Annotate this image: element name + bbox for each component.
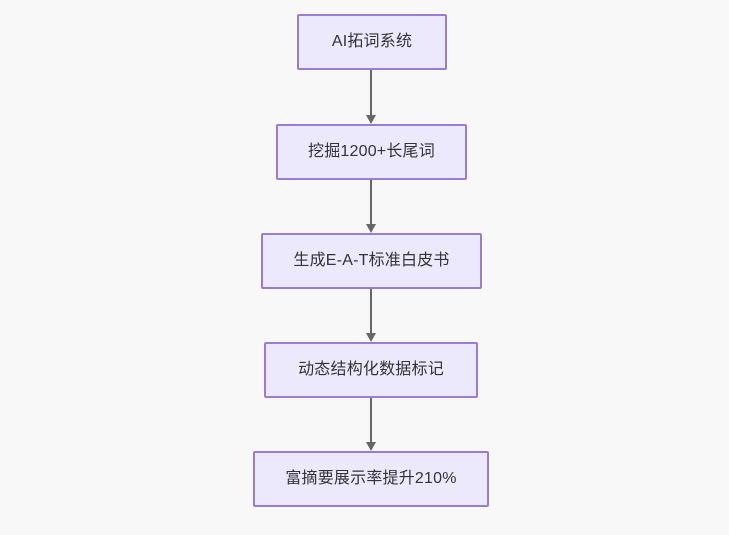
flow-node-n5[interactable]: 富摘要展示率提升210% <box>253 451 489 507</box>
flow-node-label: 富摘要展示率提升210% <box>285 470 457 488</box>
flow-node-label: 生成E-A-T标准白皮书 <box>293 252 450 270</box>
flow-connector-n4-to-n5 <box>365 398 377 451</box>
arrowhead-icon <box>366 442 376 451</box>
flow-node-label: AI拓词系统 <box>331 33 413 51</box>
flow-node-label: 动态结构化数据标记 <box>298 361 444 379</box>
flow-connector-n3-to-n4 <box>365 289 377 342</box>
flow-node-n1[interactable]: AI拓词系统 <box>297 14 447 70</box>
arrowhead-icon <box>366 333 376 342</box>
flow-node-n4[interactable]: 动态结构化数据标记 <box>264 342 478 398</box>
flow-connector-n2-to-n3 <box>365 180 377 233</box>
arrowhead-icon <box>366 224 376 233</box>
flow-connector-n1-to-n2 <box>365 70 377 124</box>
flow-node-n2[interactable]: 挖掘1200+长尾词 <box>276 124 467 180</box>
arrowhead-icon <box>366 115 376 124</box>
flow-node-label: 挖掘1200+长尾词 <box>308 143 435 161</box>
flow-node-n3[interactable]: 生成E-A-T标准白皮书 <box>261 233 482 289</box>
